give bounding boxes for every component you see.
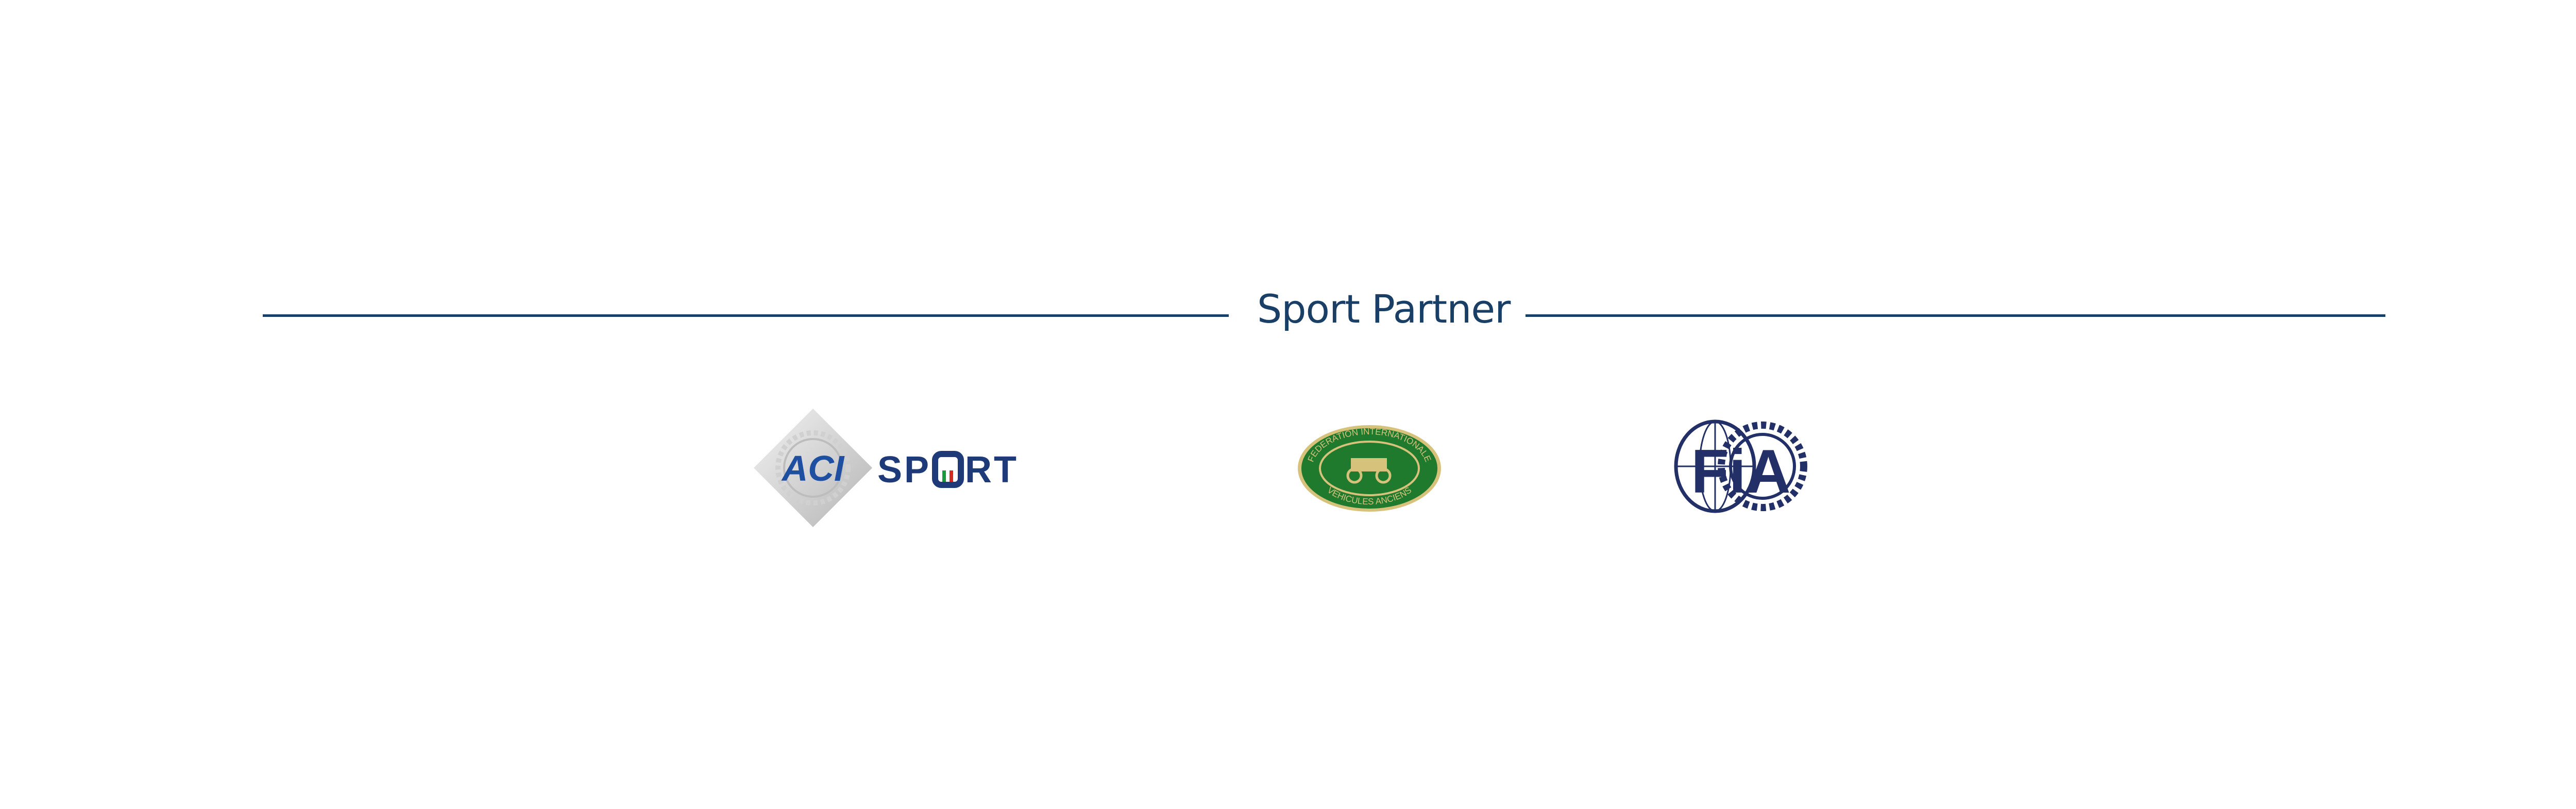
fiva-logo-image: FEDERATION INTERNATIONALE VEHICULES ANCI… [1298,425,1441,512]
divider-right [1526,314,2385,317]
aci-sport-logo-image: ACI SP RT [754,409,1019,527]
svg-text:SP: SP [877,449,931,491]
fia-logo-image: FiA [1674,419,1807,513]
divider-left [263,314,1229,317]
fiva-logo[interactable]: FEDERATION INTERNATIONALE VEHICULES ANCI… [1297,424,1442,513]
svg-text:ACI: ACI [781,448,845,488]
svg-text:RT: RT [965,449,1019,491]
fia-logo[interactable]: FiA [1674,419,1809,513]
aci-sport-logo[interactable]: ACI SP RT [754,409,1068,527]
section-title: Sport Partner [1257,286,1511,332]
svg-text:FiA: FiA [1691,437,1790,506]
